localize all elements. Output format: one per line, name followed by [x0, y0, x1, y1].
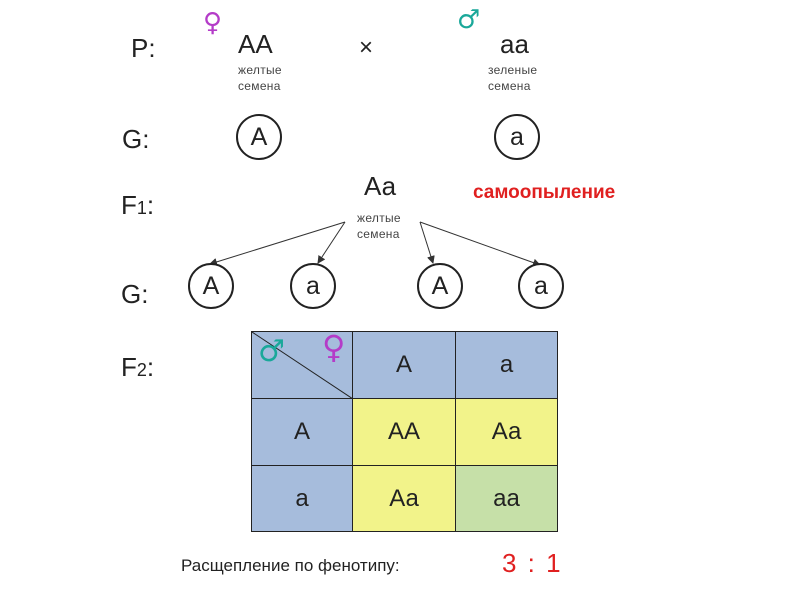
female-parent-genotype: АА: [238, 29, 273, 59]
gamete-f1-2: а: [290, 263, 336, 309]
punnett-cell: Аа: [455, 398, 558, 466]
punnett-square: ♂ ♀ А а А АА Аа а Аа аа: [251, 328, 558, 532]
punnett-row-header: А: [251, 398, 353, 466]
row-label-g1: G:: [122, 124, 150, 154]
cross-symbol: ×: [359, 34, 374, 61]
female-icon: ♀: [203, 8, 223, 38]
male-parent-genotype: аа: [500, 29, 529, 59]
row-label-p: P:: [131, 33, 156, 63]
female-icon: ♀: [322, 328, 346, 366]
row-label-f1: F1:: [121, 190, 155, 220]
female-parent-phenotype: желтые семена: [238, 63, 282, 93]
row-label-g2: G:: [121, 279, 149, 309]
gamete-f1-4: а: [518, 263, 564, 309]
punnett-row-header: а: [251, 465, 353, 532]
punnett-cell: аа: [455, 465, 558, 532]
gamete-f1-1: А: [188, 263, 234, 309]
ratio-value: 3 : 1: [502, 548, 563, 578]
ratio-label: Расщепление по фенотипу:: [181, 556, 400, 575]
gamete-f1-3: А: [417, 263, 463, 309]
row-label-f2: F2:: [121, 352, 155, 382]
f1-genotype: Аа: [364, 171, 397, 201]
corner-diagonal: [252, 332, 353, 399]
f1-phenotype: желтые семена: [357, 211, 401, 241]
male-parent-phenotype: зеленые семена: [488, 63, 538, 93]
gamete-p-male: а: [494, 114, 540, 160]
male-icon: ♂: [457, 5, 481, 35]
gamete-p-female: А: [236, 114, 282, 160]
arrow-to-gamete-1: [209, 221, 346, 266]
punnett-cell: АА: [352, 398, 456, 466]
male-icon: ♂: [258, 334, 285, 369]
arrow-to-gamete-3: [419, 221, 435, 264]
arrow-to-gamete-2: [317, 221, 346, 264]
punnett-corner-cell: ♂ ♀: [251, 328, 353, 399]
punnett-cell: Аа: [352, 465, 456, 532]
punnett-col-header: А: [352, 331, 456, 399]
punnett-col-header: а: [455, 331, 558, 399]
self-pollination-note: самоопыление: [473, 182, 616, 203]
arrow-to-gamete-4: [419, 221, 541, 267]
